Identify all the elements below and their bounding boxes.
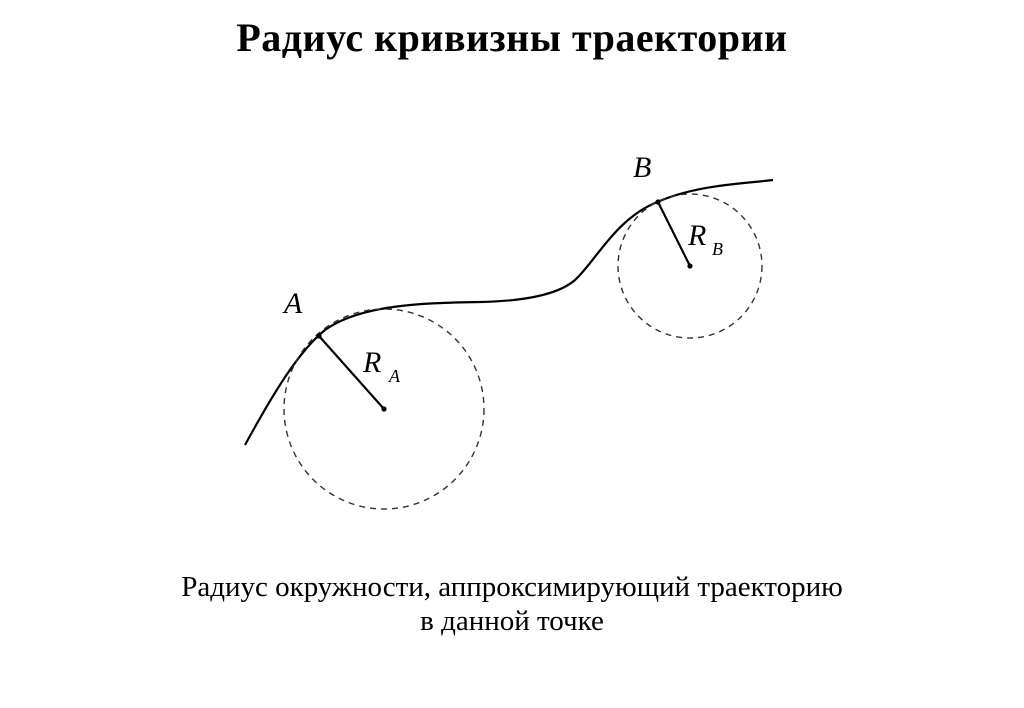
point-a-marker <box>316 333 322 339</box>
caption-line-2: в данной точке <box>420 605 604 637</box>
point-b-marker <box>655 199 661 205</box>
osculating-circle-a <box>283 308 485 510</box>
trajectory-curve <box>244 178 774 446</box>
radius-a-label: R <box>362 346 381 379</box>
caption: Радиус окружности, аппроксимирующий трае… <box>0 570 1024 638</box>
radius-b-label: R <box>687 219 706 252</box>
radius-line-a <box>318 335 385 410</box>
point-a-label: A <box>282 287 303 320</box>
radius-a-subscript: A <box>388 366 401 386</box>
point-b-label: B <box>633 151 651 184</box>
radius-b-subscript: B <box>712 239 723 259</box>
center-a-marker <box>381 406 387 412</box>
center-b-marker <box>687 263 693 269</box>
caption-line-1: Радиус окружности, аппроксимирующий трае… <box>181 571 843 603</box>
osculating-circle-b <box>617 193 763 339</box>
radius-line-b <box>657 201 691 267</box>
slide-title: Радиус кривизны траектории <box>236 15 788 60</box>
